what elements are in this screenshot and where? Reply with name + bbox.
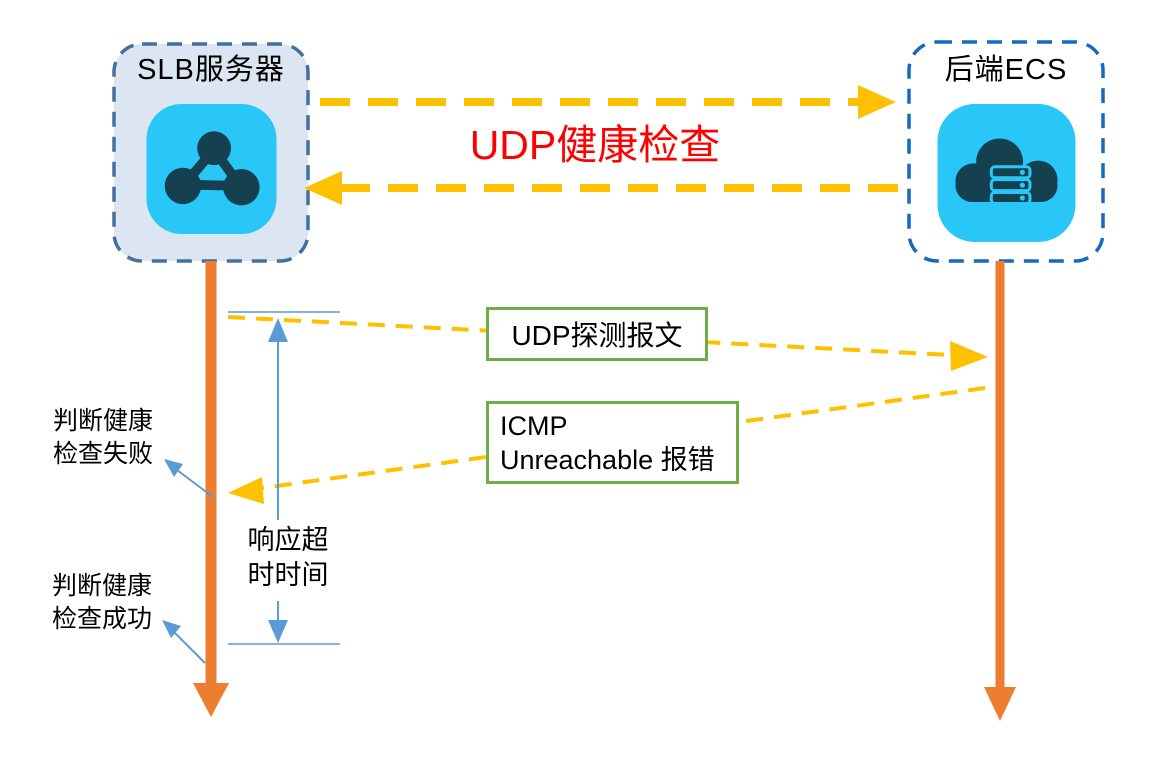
check-fail-callout-arrow [164, 459, 214, 498]
response-timeout-line2: 时时间 [247, 560, 329, 590]
udp-probe-message-box: UDP探测报文 [486, 307, 708, 361]
check-success-line2: 检查成功 [52, 605, 153, 633]
icmp-unreachable-line1: ICMP [500, 410, 568, 441]
slb-lifeline-arrow [193, 261, 229, 717]
icmp-unreachable-message-box: ICMP Unreachable 报错 [486, 401, 739, 484]
slb-node: SLB服务器 [114, 44, 308, 261]
cloud-server-icon [937, 104, 1076, 242]
check-success-callout-arrow [162, 620, 206, 664]
ecs-node: 后端ECS [909, 42, 1103, 261]
slb-node-label: SLB服务器 [137, 54, 285, 86]
icmp-unreachable-line2: Unreachable 报错 [500, 444, 715, 475]
udp-probe-message-label: UDP探测报文 [511, 320, 683, 351]
ecs-node-label: 后端ECS [944, 54, 1068, 86]
udp-probe-arrow [227, 315, 988, 371]
health-check-arrow-to-ecs-icon [320, 85, 896, 119]
health-check-label: UDP健康检查 [469, 122, 721, 168]
check-success-line1: 判断健康 [52, 572, 153, 600]
timeout-measure-arrow [228, 311, 340, 645]
network-nodes-icon [146, 104, 277, 234]
response-timeout-line1: 响应超 [247, 525, 329, 555]
check-fail-line2: 检查失败 [53, 440, 154, 468]
ecs-lifeline-arrow [984, 261, 1016, 721]
response-timeout-note: 响应超 时时间 [238, 523, 338, 593]
check-success-note: 判断健康 检查成功 [52, 570, 152, 636]
check-fail-note: 判断健康 检查失败 [53, 405, 153, 471]
health-check-arrow-to-slb-icon [304, 171, 898, 205]
check-fail-line1: 判断健康 [53, 407, 154, 435]
